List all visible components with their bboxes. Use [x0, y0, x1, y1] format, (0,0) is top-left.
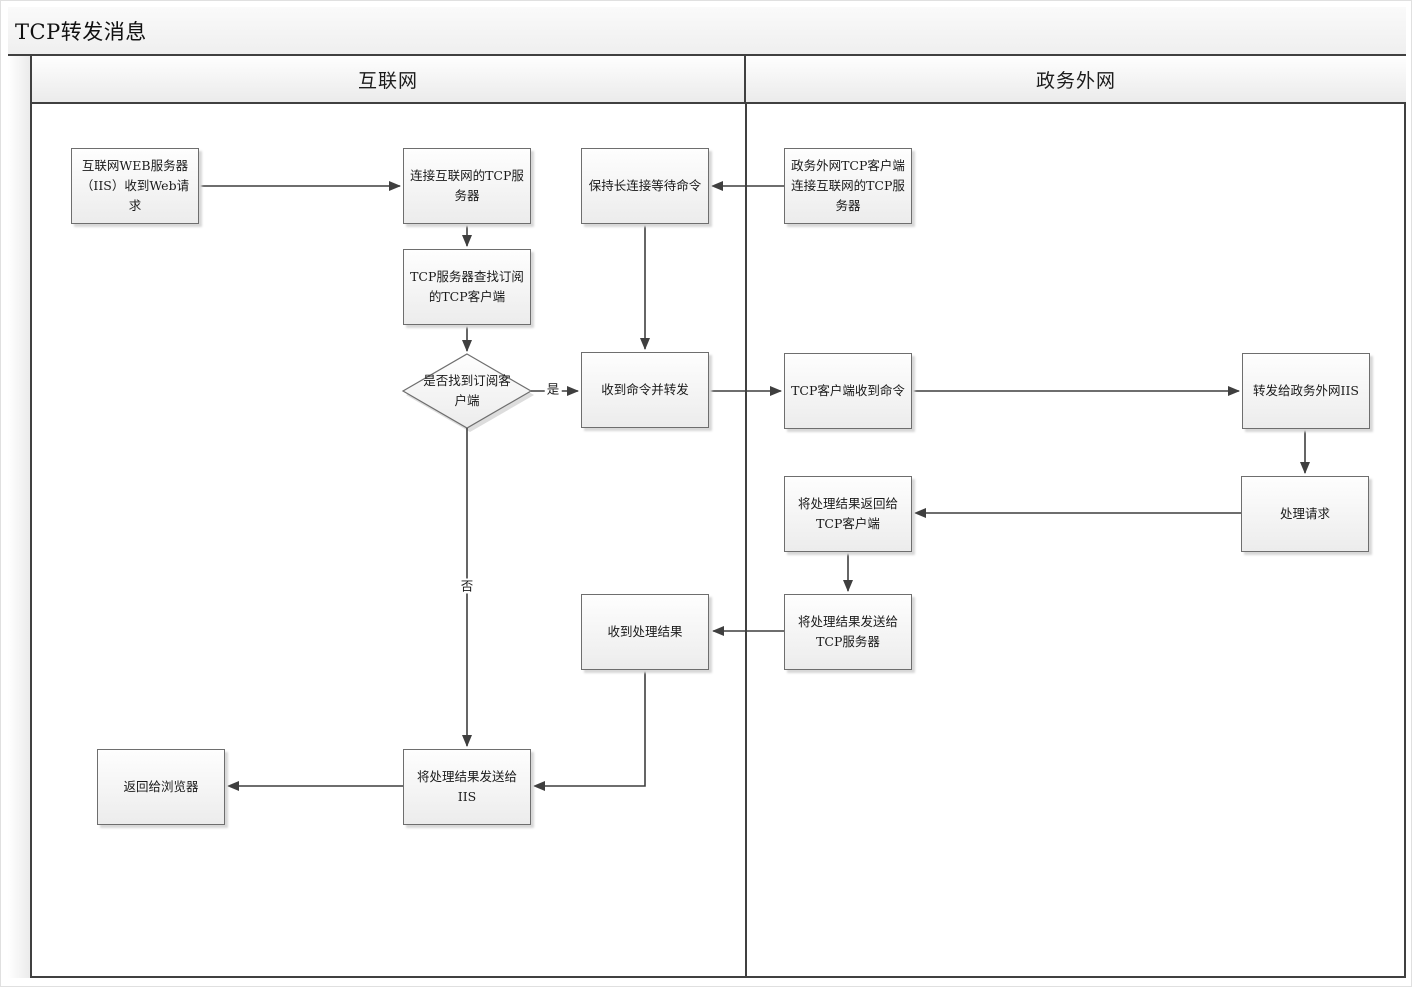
node-send-to-server: 将处理结果发送给TCP服务器 [784, 594, 912, 670]
node-forward-cmd: 收到命令并转发 [581, 352, 709, 428]
node-find-client: TCP服务器查找订阅的TCP客户端 [403, 249, 531, 325]
node-return-to-client: 将处理结果返回给TCP客户端 [784, 476, 912, 552]
edge-label-yes: 是 [544, 381, 562, 397]
node-decision-found: 是否找到订阅客户端 [423, 373, 511, 408]
node-connect-tcp: 连接互联网的TCP服务器 [403, 148, 531, 224]
lane-internet-label: 互联网 [357, 69, 418, 92]
lane-header-internet: 互联网 [32, 56, 746, 102]
swimlane-side-strip [8, 56, 32, 978]
lane-header-gov-extranet: 政务外网 [746, 56, 1406, 102]
node-gov-connect: 政务外网TCP客户端连接互联网的TCP服务器 [784, 148, 912, 224]
node-recv-result: 收到处理结果 [581, 594, 709, 670]
lane-headers: 互联网 政务外网 [32, 56, 1406, 104]
node-forward-gov-iis: 转发给政务外网IIS [1242, 353, 1370, 429]
diagram-title-band: TCP转发消息 [8, 7, 1406, 56]
lane-gov-extranet-label: 政务外网 [1035, 69, 1116, 92]
node-send-to-iis: 将处理结果发送给IIS [403, 749, 531, 825]
node-web-request: 互联网WEB服务器（IIS）收到Web请求 [71, 148, 199, 224]
node-handle-request: 处理请求 [1241, 476, 1369, 552]
diagram-title: TCP转发消息 [15, 19, 147, 44]
node-return-browser: 返回给浏览器 [97, 749, 225, 825]
node-keep-alive: 保持长连接等待命令 [581, 148, 709, 224]
node-client-recv-cmd: TCP客户端收到命令 [784, 353, 912, 429]
lane-divider-line [745, 104, 747, 978]
edge-label-no: 否 [458, 578, 476, 594]
